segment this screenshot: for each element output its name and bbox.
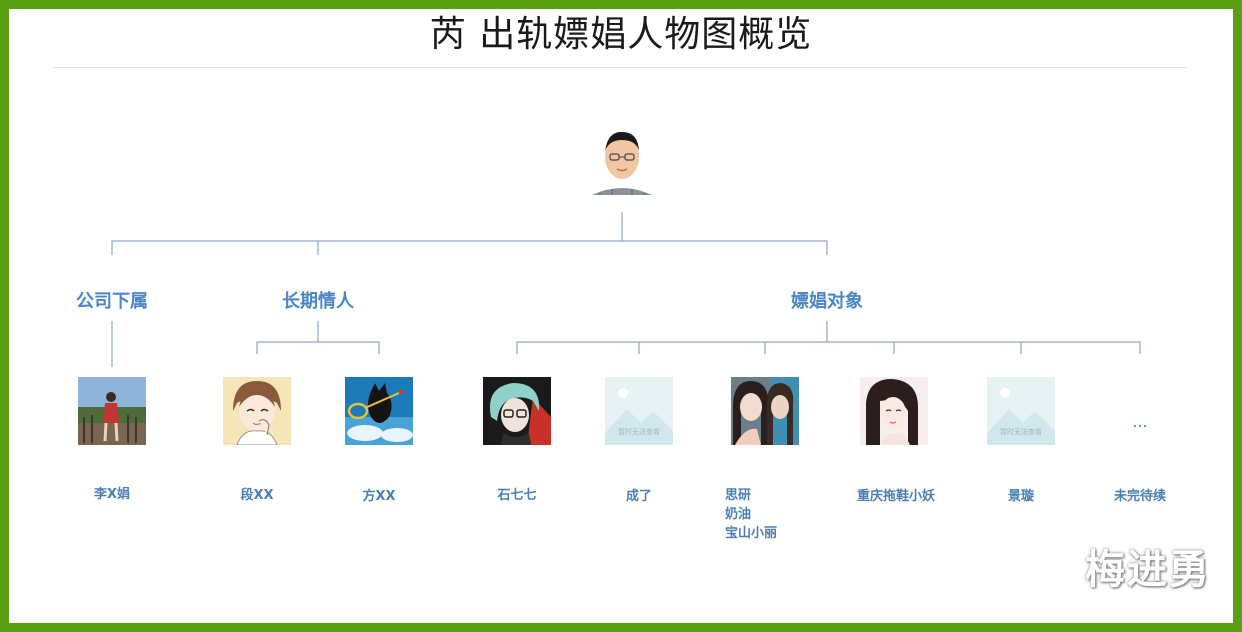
leaf-label-line: 思研 <box>724 488 752 503</box>
diagram-title: 芮 出轨嫖娼人物图概览 <box>429 14 813 55</box>
title-divider <box>53 67 1187 68</box>
leaf-label-line: 奶油 <box>724 507 752 522</box>
category-label-lover: 长期情人 <box>282 291 354 312</box>
photo-placeholder-jing-xuan: 暂时无法查看 <box>987 377 1055 445</box>
leaf-label: 景璇 <box>1007 489 1035 504</box>
leaf-label: 重庆拖鞋小妖 <box>856 489 936 504</box>
leaf-label-line: 宝山小丽 <box>724 526 778 541</box>
more-ellipsis: ... <box>1132 412 1148 431</box>
root-connector <box>111 212 828 255</box>
photo-chongqing-slipper <box>860 377 928 445</box>
leaf-label: 段XX <box>240 488 274 503</box>
prostitute-connector <box>516 321 1141 354</box>
watermark-text: 梅进勇 <box>1085 547 1211 593</box>
leaf-label-group: 思研 奶油 宝山小丽 <box>725 486 777 543</box>
diagram-canvas: 芮 出轨嫖娼人物图概览 公司下属 长期情人 嫖娼对象 <box>9 9 1233 623</box>
lover-connector <box>256 321 380 354</box>
category-label-prostitute: 嫖娼对象 <box>791 291 863 312</box>
connector-lines <box>111 212 1141 367</box>
photo-fang-xx <box>345 377 413 445</box>
photo-duan-xx <box>223 377 291 445</box>
root-person-photo <box>588 127 656 195</box>
leaf-label: 未完待续 <box>1113 489 1167 504</box>
placeholder-caption: 暂时无法查看 <box>618 428 660 436</box>
photo-placeholder-cheng-le: 暂时无法查看 <box>605 377 673 445</box>
leaf-label: 方XX <box>362 489 396 504</box>
photo-shi-qi-qi <box>483 377 551 445</box>
leaf-label: 成了 <box>625 489 653 504</box>
category-label-subordinate: 公司下属 <box>76 291 148 312</box>
placeholder-caption: 暂时无法查看 <box>1000 428 1042 436</box>
leaf-label: 李X娟 <box>93 487 131 502</box>
photo-si-yan-group <box>731 377 799 445</box>
photo-li-x-juan <box>78 377 146 445</box>
leaf-label: 石七七 <box>497 488 537 503</box>
